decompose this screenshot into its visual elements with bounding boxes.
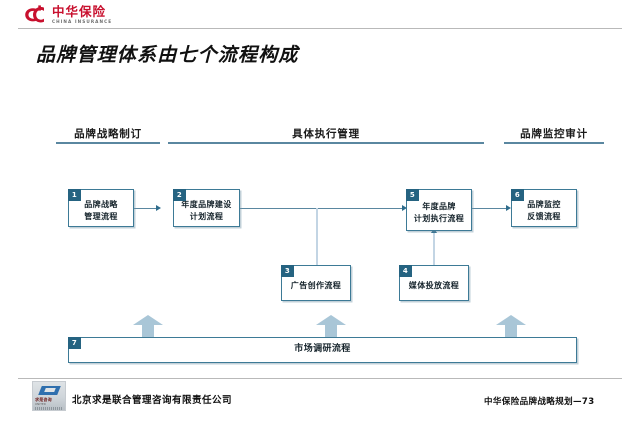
page-title: 品牌管理体系由七个流程构成 xyxy=(36,44,299,66)
connector-2-to-5 xyxy=(240,208,404,209)
brand-name-en: CHINA INSURANCE xyxy=(52,18,113,24)
connector-1-to-2 xyxy=(134,208,158,209)
footer-company-name: 北京求是联合管理咨询有限责任公司 xyxy=(72,395,233,406)
arrow-1-to-2-head xyxy=(156,204,161,211)
column-rule-strategy xyxy=(56,142,160,144)
process-box-4[interactable]: 4 媒体投放流程 xyxy=(399,265,469,301)
process-box-1[interactable]: 1 品牌战略 管理流程 xyxy=(68,189,134,227)
process-number-3: 3 xyxy=(281,265,294,277)
process-number-7: 7 xyxy=(68,337,81,349)
up-arrow-right xyxy=(496,315,526,337)
connector-2-to-3 xyxy=(316,208,318,266)
process-label-3: 广告创作流程 xyxy=(290,280,342,290)
brand-name-cn: 中华保险 xyxy=(52,3,107,19)
process-label-4: 媒体投放流程 xyxy=(408,280,460,290)
column-header-audit: 品牌监控审计 xyxy=(520,128,588,140)
up-arrow-center xyxy=(316,315,346,337)
process-number-6: 6 xyxy=(511,189,524,201)
process-box-5[interactable]: 5 年度品牌 计划执行流程 xyxy=(406,189,472,231)
process-label-7: 市场调研流程 xyxy=(294,344,351,355)
arrow-2-to-5-head xyxy=(402,204,407,211)
process-number-1: 1 xyxy=(68,189,81,201)
process-label-5: 年度品牌 计划执行流程 xyxy=(413,201,465,223)
footer-logo-en: UNITED xyxy=(35,403,47,406)
up-arrow-left xyxy=(133,315,163,337)
process-box-7[interactable]: 7 市场调研流程 xyxy=(68,337,577,363)
column-header-strategy: 品牌战略制订 xyxy=(74,128,142,140)
connector-5-to-6 xyxy=(472,208,508,209)
column-header-execution: 具体执行管理 xyxy=(292,128,360,140)
process-box-6[interactable]: 6 品牌监控 反馈流程 xyxy=(511,189,577,227)
process-label-2: 年度品牌建设 计划流程 xyxy=(181,199,232,221)
process-label-1: 品牌战略 管理流程 xyxy=(84,199,118,221)
connector-4-to-5 xyxy=(433,231,435,267)
china-insurance-c-mark-icon xyxy=(22,5,48,25)
footer-divider xyxy=(18,378,622,379)
qiushi-consulting-mark-icon: 求是咨询 UNITED xyxy=(32,381,66,411)
process-number-5: 5 xyxy=(406,189,419,201)
arrow-5-to-6-head xyxy=(506,204,511,211)
process-label-6: 品牌监控 反馈流程 xyxy=(527,199,561,221)
footer-page-label: 中华保险品牌战略规划—73 xyxy=(484,397,595,407)
process-box-3[interactable]: 3 广告创作流程 xyxy=(281,265,351,301)
column-rule-execution xyxy=(168,142,484,144)
footer-logo-cn: 求是咨询 xyxy=(35,397,52,402)
process-number-4: 4 xyxy=(399,265,412,277)
process-box-2[interactable]: 2 年度品牌建设 计划流程 xyxy=(173,189,240,227)
brand-logo: 中华保险 CHINA INSURANCE xyxy=(22,3,112,27)
process-number-2: 2 xyxy=(173,189,186,201)
column-rule-audit xyxy=(504,142,604,144)
header-divider xyxy=(18,28,622,29)
